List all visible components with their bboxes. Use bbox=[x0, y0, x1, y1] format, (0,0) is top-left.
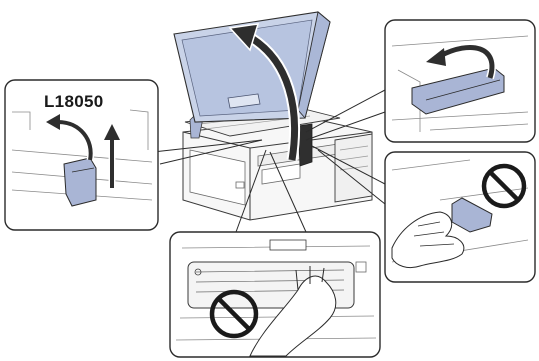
callout-top-right-lever bbox=[385, 20, 535, 142]
callout-bottom-no-touch bbox=[170, 232, 380, 357]
model-label: L18050 bbox=[44, 92, 103, 112]
callout-mid-right-no-touch bbox=[385, 152, 535, 282]
